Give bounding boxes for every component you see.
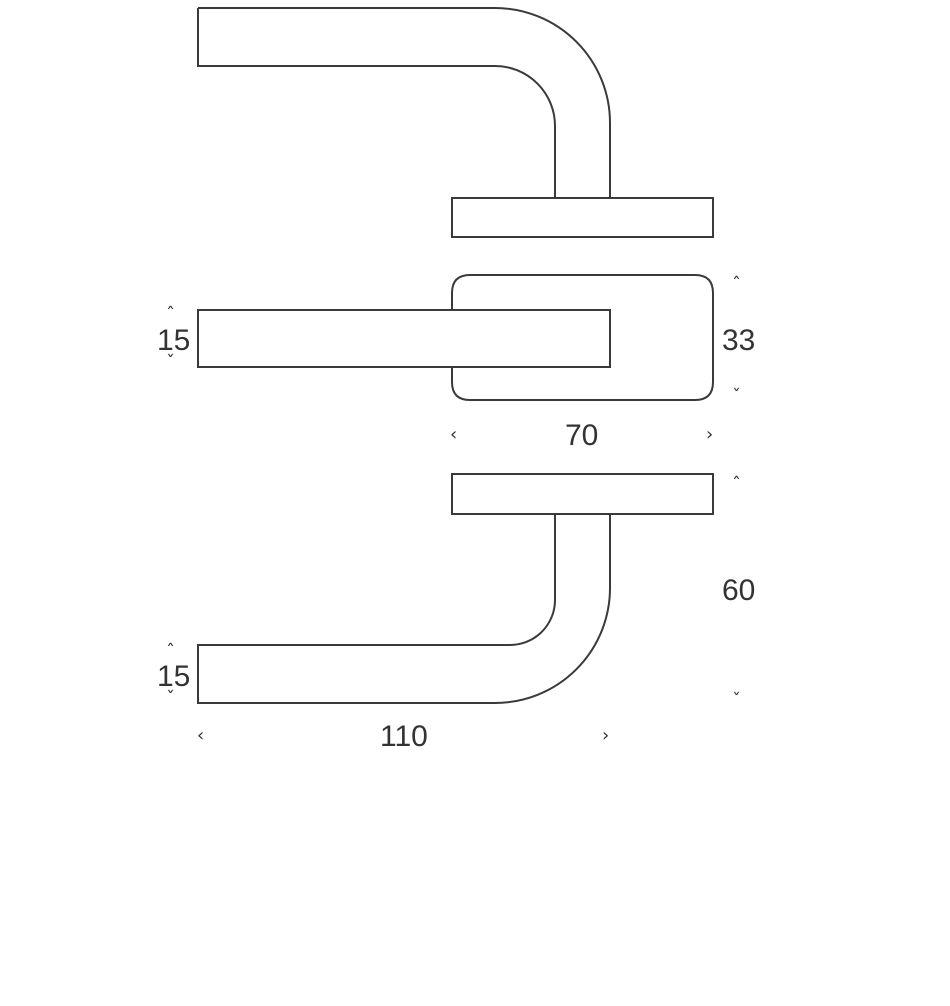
dimension-label: 110 [380, 720, 428, 753]
arrow-down-icon: ˇ [166, 688, 175, 709]
dimension-label: 15 [157, 660, 190, 693]
arrow-left-icon: ‹ [197, 725, 204, 746]
arrow-up-icon: ˆ [732, 274, 741, 295]
bottom-rose-plate [451, 473, 714, 515]
dimension-lever-thickness-side: ˆ 15 ˇ [157, 641, 190, 709]
dimension-lever-thickness-front: ˆ 15 ˇ [157, 304, 190, 373]
top-side-view [197, 7, 714, 238]
arrow-down-icon: ˇ [166, 352, 175, 373]
arrow-right-icon: › [602, 725, 609, 746]
arrow-right-icon: › [706, 424, 713, 445]
dimension-label: 33 [722, 324, 755, 357]
top-rose-plate [451, 197, 714, 238]
dimension-projection: ˆ 60 ˇ [722, 474, 755, 711]
top-lever-outline [197, 7, 611, 198]
front-lever-bar [197, 309, 611, 368]
dimension-lever-length: ‹ 110 › [197, 720, 609, 753]
arrow-left-icon: ‹ [450, 424, 457, 445]
dimension-label: 15 [157, 324, 190, 357]
arrow-up-icon: ˆ [732, 474, 741, 495]
front-rose-outline [451, 274, 714, 401]
dimension-label: 60 [722, 574, 755, 607]
arrow-up-icon: ˆ [166, 641, 175, 662]
arrow-down-icon: ˇ [732, 386, 741, 407]
arrow-down-icon: ˇ [732, 690, 741, 711]
dimension-rose-width: ‹ 70 › [450, 419, 713, 452]
front-view [197, 274, 714, 401]
dimension-label: 70 [565, 419, 598, 452]
dimension-rose-height: ˆ 33 ˇ [722, 274, 755, 407]
bottom-lever-outline [197, 514, 611, 704]
bottom-side-view [197, 473, 714, 704]
arrow-up-icon: ˆ [166, 304, 175, 325]
